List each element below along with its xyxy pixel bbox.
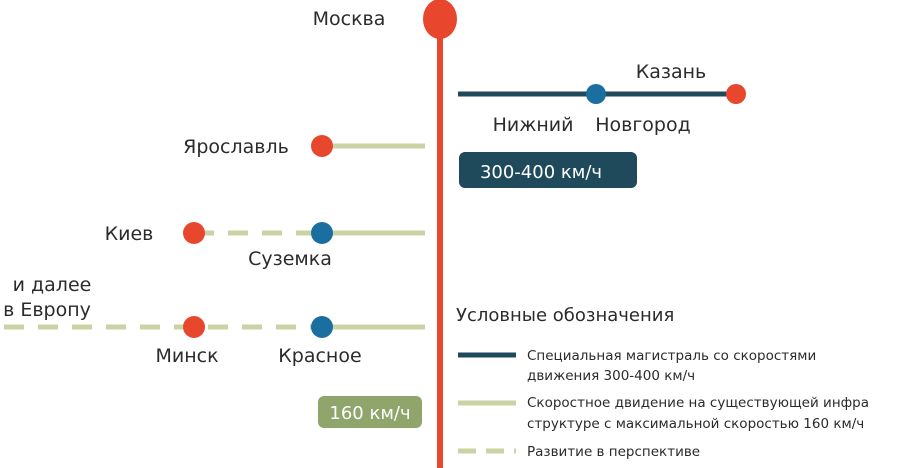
legend-existing-text-line2: структуре с максимальной скоростью 160 к… bbox=[527, 416, 864, 432]
minsk-node bbox=[183, 316, 205, 338]
novgorod-label: Новгород bbox=[595, 114, 691, 136]
highspeed-speed-badge-text: 300-400 км/ч bbox=[480, 162, 602, 183]
existing-speed-badge-text: 160 км/ч bbox=[329, 403, 410, 424]
nizhny-label: Нижний bbox=[493, 114, 574, 136]
krasnoe-label: Красное bbox=[278, 345, 361, 367]
moscow-label: Москва bbox=[313, 8, 386, 30]
existing-speed-badge bbox=[318, 396, 422, 428]
europe-label-line2: в Европу bbox=[3, 299, 91, 321]
kazan-node bbox=[726, 84, 746, 104]
suzemka-node bbox=[311, 222, 333, 244]
yaroslavl-label: Ярославль bbox=[183, 136, 289, 158]
yaroslavl-node bbox=[311, 135, 333, 157]
kiev-node bbox=[183, 222, 205, 244]
moscow-node bbox=[423, 0, 457, 39]
legend-perspective-text: Развитие в перспективе bbox=[527, 444, 700, 460]
suzemka-label: Суземка bbox=[248, 248, 332, 270]
legend-existing-text-line1: Скоростное двидение на существующей инфр… bbox=[527, 395, 869, 411]
minsk-label: Минск bbox=[155, 345, 218, 367]
highspeed-speed-badge bbox=[459, 152, 637, 188]
europe-label-line1: и далее bbox=[13, 274, 92, 296]
nizhny-novgorod-node bbox=[586, 84, 606, 104]
legend-highspeed-text-line1: Специальная магистраль со скоростями bbox=[527, 348, 816, 364]
kazan-label: Казань bbox=[636, 61, 707, 83]
legend-highspeed-text-line2: движения 300-400 км/ч bbox=[527, 368, 695, 384]
krasnoe-node bbox=[311, 316, 333, 338]
kiev-label: Киев bbox=[105, 223, 154, 245]
legend-title: Условные обозначения bbox=[456, 305, 674, 326]
